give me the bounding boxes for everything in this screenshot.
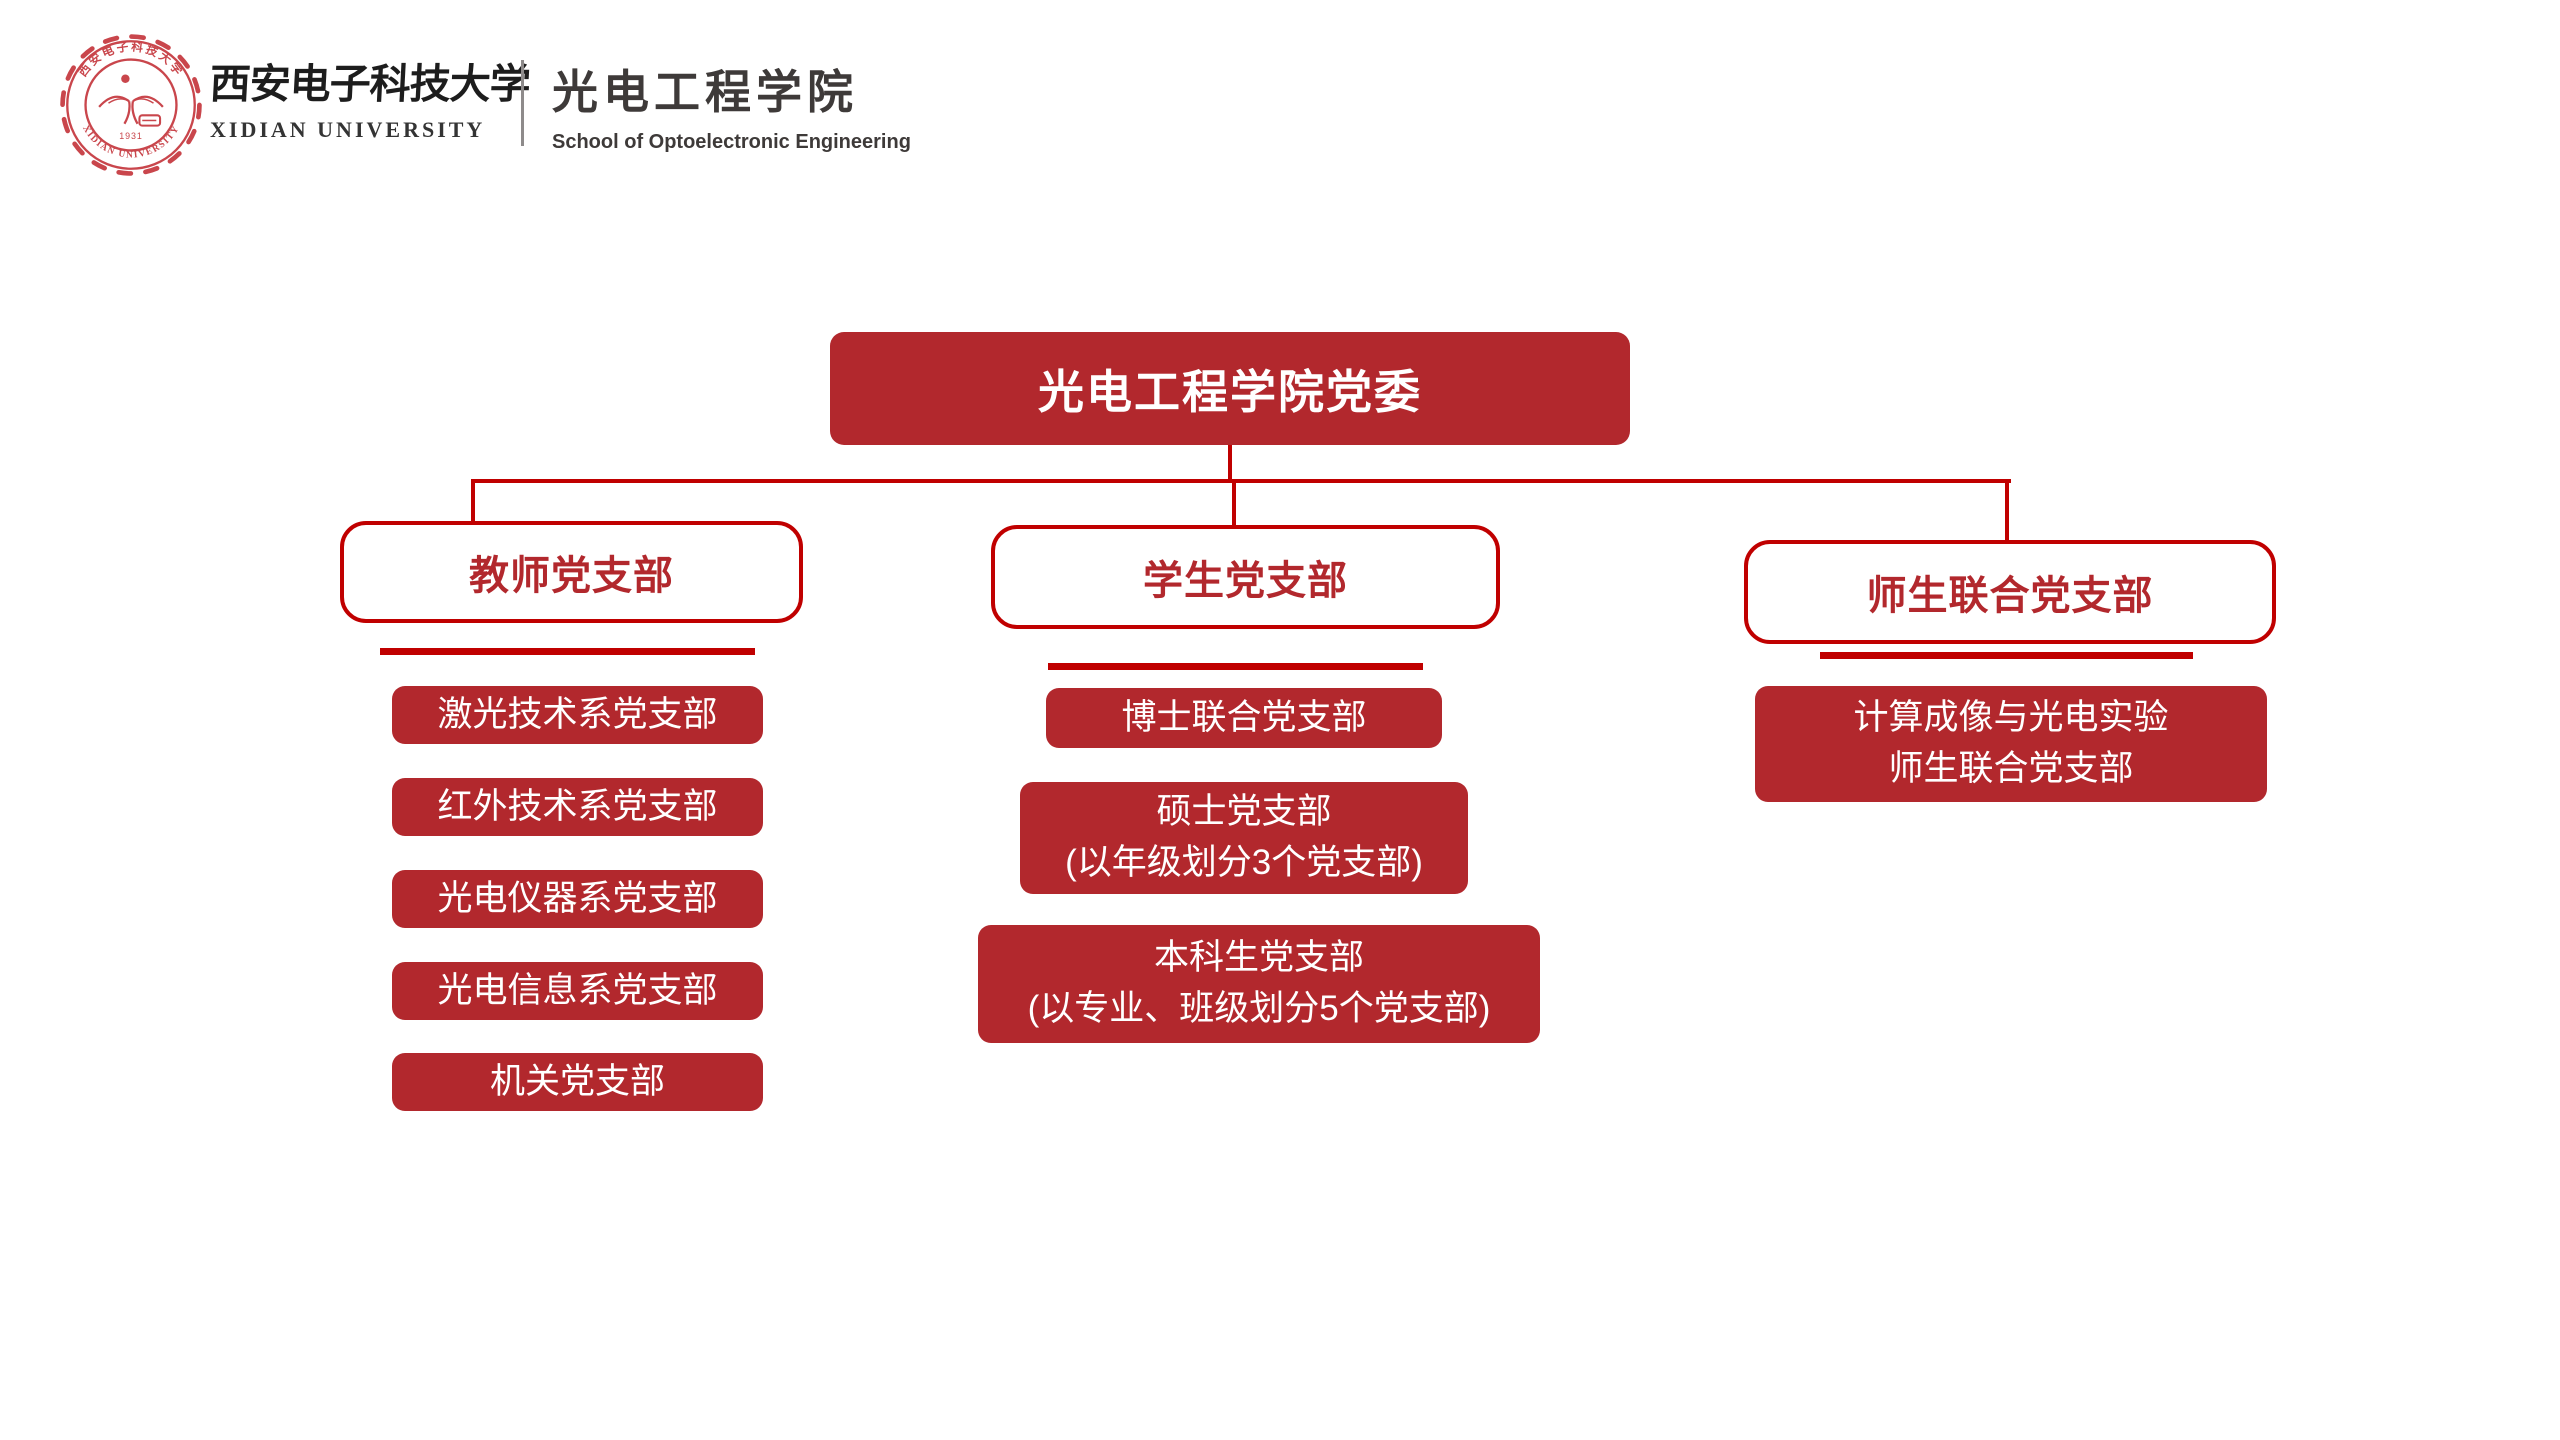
seal-year: 1931	[119, 131, 143, 141]
branch-divider-student	[1048, 663, 1423, 670]
item-label-line2: 师生联合党支部	[1888, 749, 2134, 788]
school-wordmark: 光电工程学院 School of Optoelectronic Engineer…	[552, 56, 911, 154]
connector-root-stem-line	[1228, 445, 1232, 481]
branch-divider-joint	[1820, 652, 2193, 659]
item-label: 光电信息系党支部	[437, 970, 718, 1010]
item-label-line1: 计算成像与光电实验	[1853, 698, 2169, 738]
item-computational-imaging-joint-branch: 计算成像与光电实验 师生联合党支部	[1755, 686, 2267, 802]
university-name-en: XIDIAN UNIVERSITY	[210, 117, 486, 142]
item-label-line1: 硕士党支部	[1156, 792, 1332, 832]
university-seal-logo: 西安电子科技大学 XIDIAN UNIVERSITY 1931	[60, 34, 202, 176]
item-label-line2: (以年级划分3个党支部)	[1065, 843, 1423, 882]
connector-middle-drop-line	[1232, 481, 1236, 527]
item-label: 机关党支部	[489, 1061, 665, 1101]
item-label-line1: 本科生党支部	[1153, 938, 1364, 978]
item-label-line2: (以专业、班级划分5个党支部)	[1027, 989, 1491, 1028]
item-masters-branch: 硕士党支部 (以年级划分3个党支部)	[1020, 782, 1468, 894]
org-root-box: 光电工程学院党委	[830, 332, 1630, 445]
item-laser-tech-branch: 激光技术系党支部	[392, 686, 763, 744]
item-optoelectronic-instrument-branch: 光电仪器系党支部	[392, 870, 763, 928]
branch-box-joint-party: 师生联合党支部	[1744, 540, 2276, 644]
item-undergraduate-branch: 本科生党支部 (以专业、班级划分5个党支部)	[978, 925, 1540, 1043]
item-optoelectronic-information-branch: 光电信息系党支部	[392, 962, 763, 1020]
branch-box-teacher-party: 教师党支部	[340, 521, 803, 623]
item-administrative-branch: 机关党支部	[392, 1053, 763, 1111]
item-label: 激光技术系党支部	[437, 694, 718, 734]
item-label: 光电仪器系党支部	[437, 878, 718, 918]
connector-right-drop-line	[2005, 481, 2009, 542]
branch-box-student-party: 学生党支部	[991, 525, 1500, 629]
item-doctoral-joint-branch: 博士联合党支部	[1046, 688, 1442, 748]
university-name-cn: 西安电子科技大学	[208, 60, 532, 108]
university-wordmark: 西安电子科技大学 XIDIAN UNIVERSITY	[208, 50, 532, 143]
connector-horizontal-line	[471, 479, 2011, 483]
school-name-cn: 光电工程学院	[552, 66, 858, 118]
seal-bottom-text: XIDIAN UNIVERSITY	[80, 124, 180, 161]
item-infrared-tech-branch: 红外技术系党支部	[392, 778, 763, 836]
seal-sun-dot	[121, 74, 130, 83]
item-label: 红外技术系党支部	[437, 786, 718, 826]
branch-divider-teacher	[380, 648, 755, 655]
school-name-en: School of Optoelectronic Engineering	[552, 131, 911, 153]
header-separator	[521, 60, 524, 146]
connector-left-drop-line	[471, 481, 475, 523]
svg-text:XIDIAN UNIVERSITY: XIDIAN UNIVERSITY	[80, 124, 182, 161]
item-label: 博士联合党支部	[1121, 697, 1367, 737]
